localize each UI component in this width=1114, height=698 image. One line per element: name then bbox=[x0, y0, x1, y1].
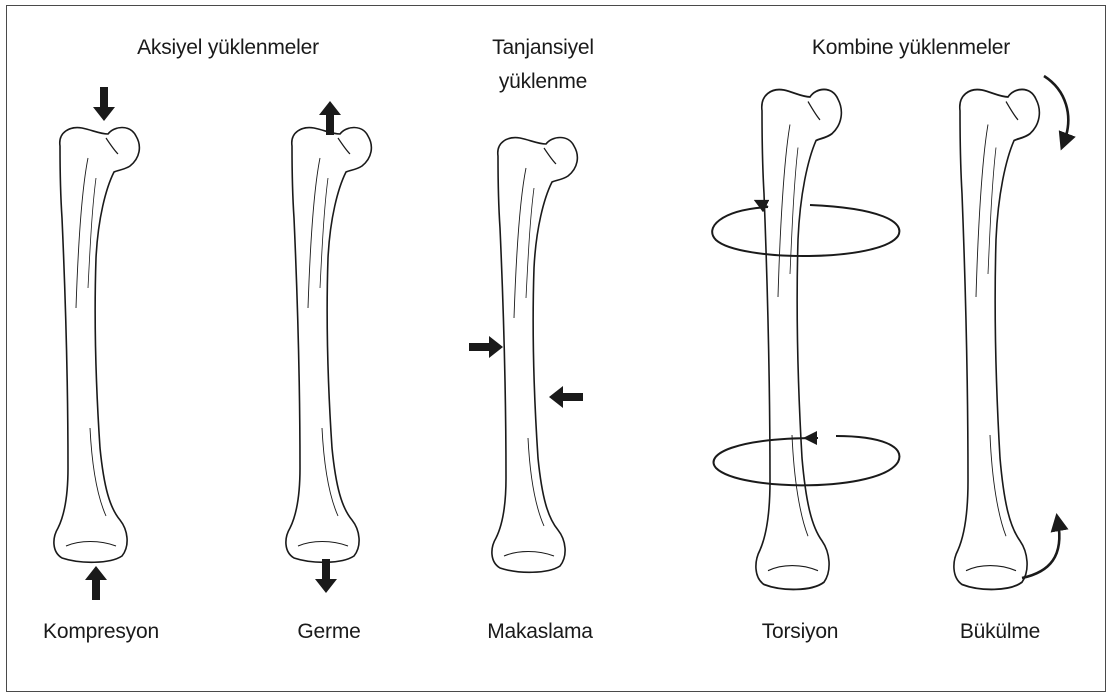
curved-arrow-icon bbox=[1022, 76, 1068, 578]
rotation-arrow-icon bbox=[712, 203, 899, 485]
femur-bone-icon bbox=[286, 128, 371, 563]
femur-bone-icon bbox=[54, 128, 139, 563]
femur-bone-icon bbox=[954, 89, 1039, 589]
femur-bone-icon bbox=[492, 138, 577, 573]
femur-bone-icon bbox=[756, 89, 841, 589]
